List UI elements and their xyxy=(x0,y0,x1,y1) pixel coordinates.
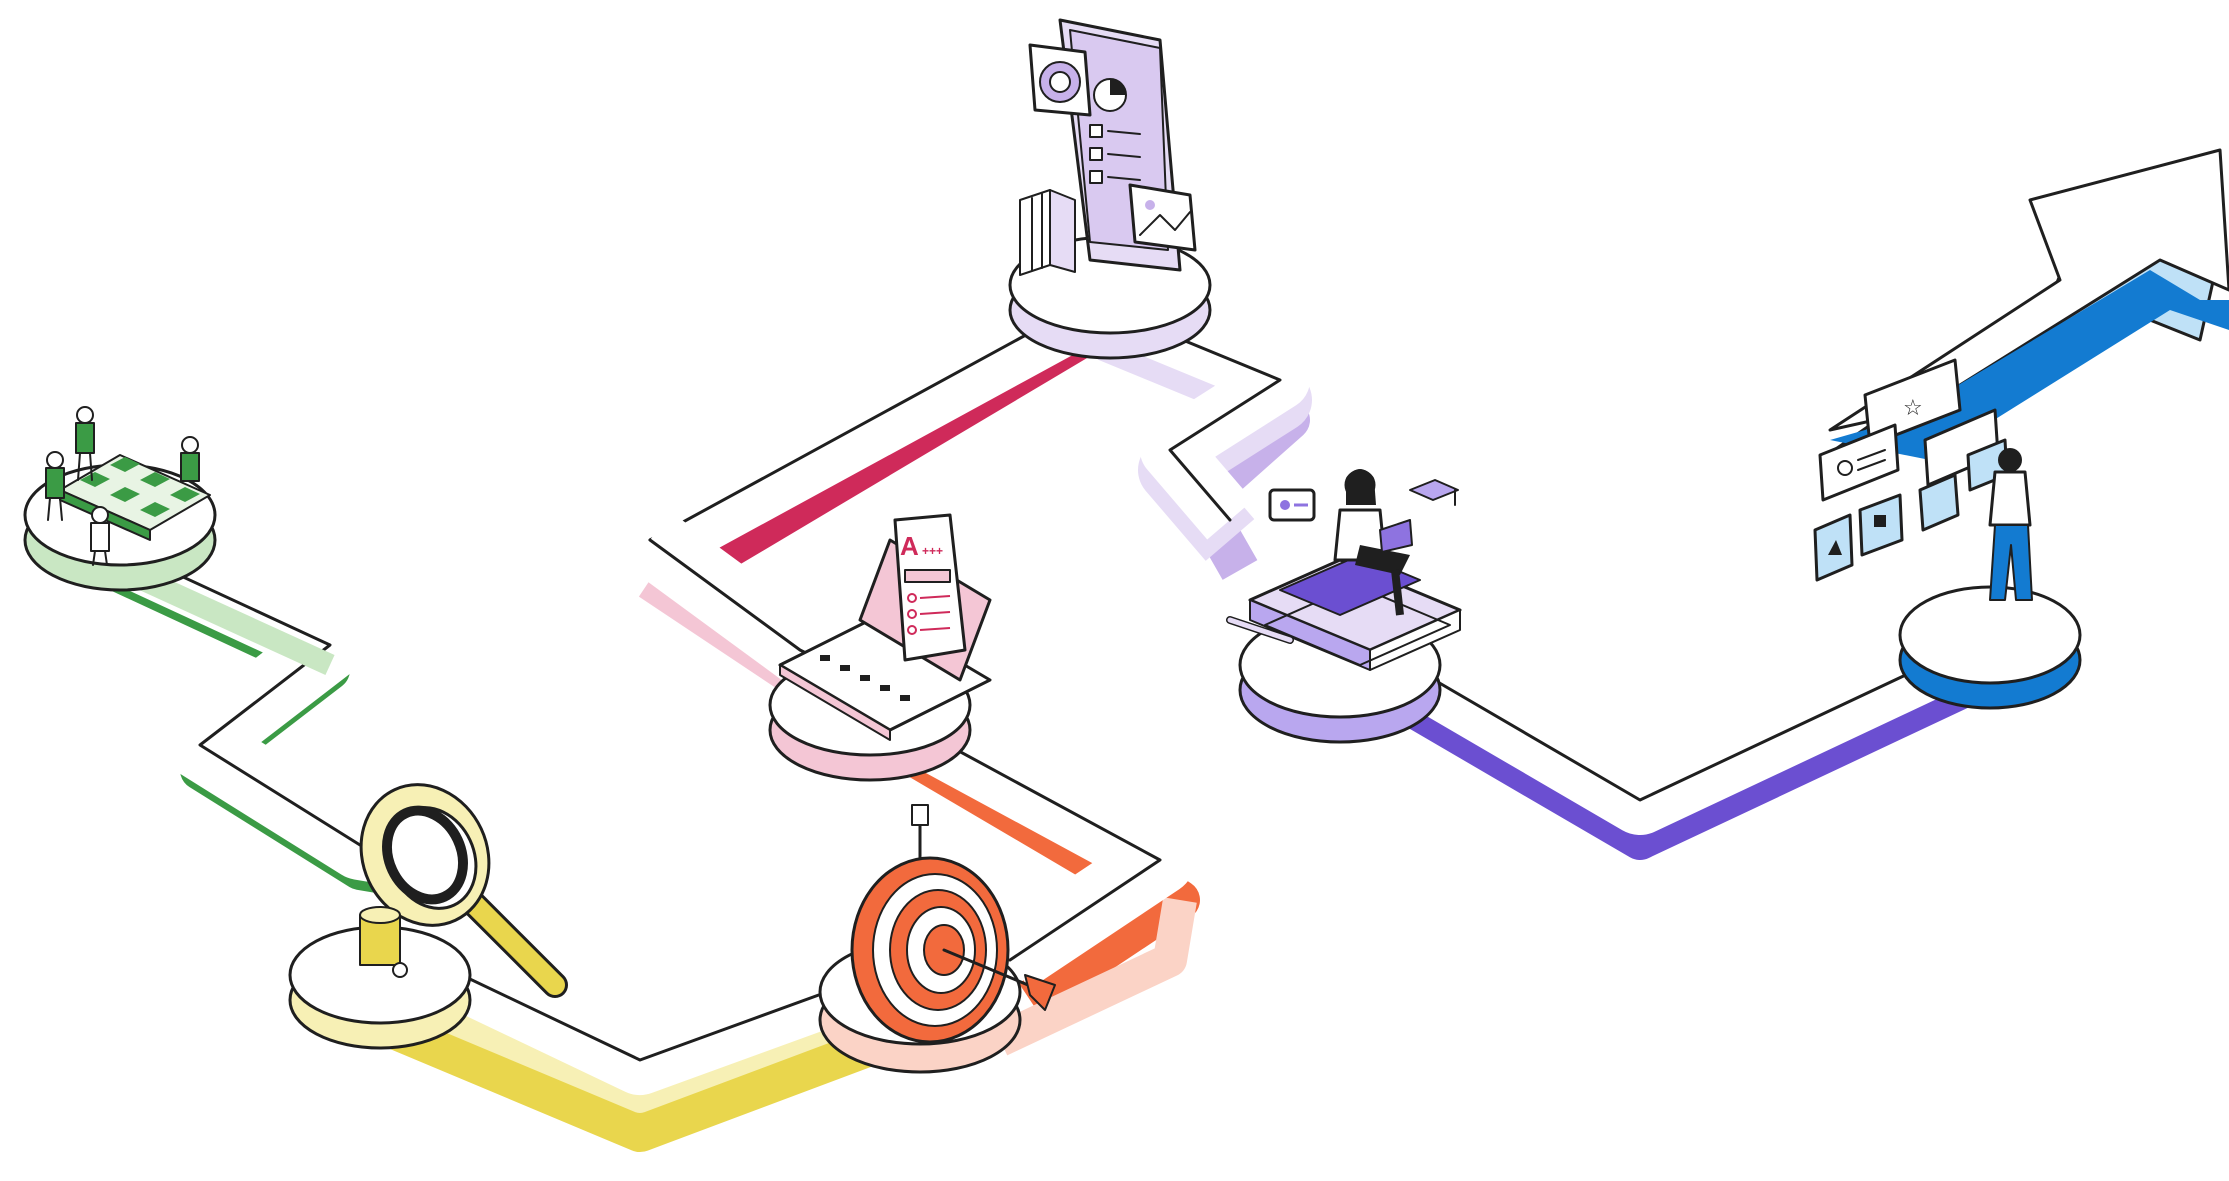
image-card-icon xyxy=(1130,185,1195,250)
document-grade-mark: A xyxy=(900,531,919,561)
tablet-icon xyxy=(1020,20,1195,275)
graduation-cap-icon xyxy=(1410,480,1458,505)
blank-card-icon xyxy=(1920,475,1958,530)
chart-card-icon xyxy=(1030,45,1090,115)
stop-card-icon xyxy=(1860,495,1902,555)
books-icon xyxy=(1020,190,1075,275)
play-card-icon xyxy=(1815,515,1852,580)
video-chip-icon xyxy=(1270,490,1314,520)
platform-growth xyxy=(1900,587,2080,708)
document-grade-detail: +++ xyxy=(922,544,943,558)
path-segment-purple xyxy=(1400,640,1980,840)
player-figure xyxy=(181,437,199,481)
svg-text:☆: ☆ xyxy=(1903,396,1923,421)
document-icon: A +++ xyxy=(895,515,965,660)
viewer-figure xyxy=(1990,448,2032,600)
pie-card-icon xyxy=(1094,79,1126,111)
